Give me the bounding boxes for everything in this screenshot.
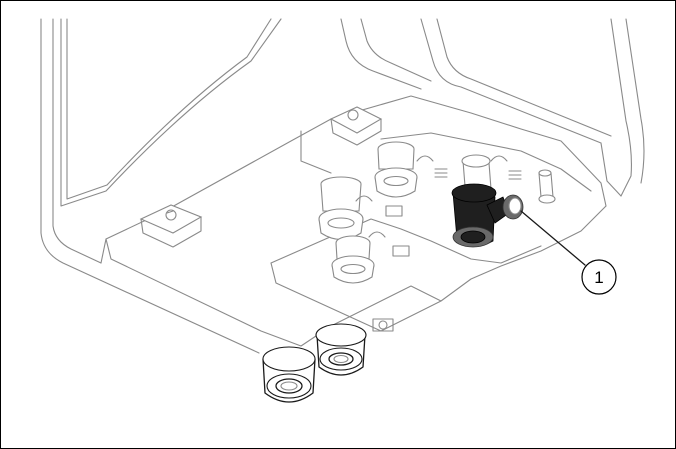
- fitting-left: [318, 176, 364, 241]
- fitting-lower: [331, 235, 375, 284]
- pipe-right: [538, 169, 556, 204]
- callout-number: 1: [594, 268, 603, 287]
- clamp-left: [139, 204, 203, 248]
- bottom-plate: [100, 95, 607, 347]
- fitting-centre: [374, 141, 418, 198]
- clamp-right: [329, 106, 383, 146]
- connectors-bottom: [262, 323, 367, 403]
- boiler-casing: [40, 18, 645, 354]
- callout-leader-line: [520, 210, 586, 266]
- plate-symbols: [355, 155, 522, 332]
- callout-circle: [581, 259, 617, 295]
- callout-1: 1: [581, 259, 617, 295]
- highlighted-valve: [451, 154, 524, 248]
